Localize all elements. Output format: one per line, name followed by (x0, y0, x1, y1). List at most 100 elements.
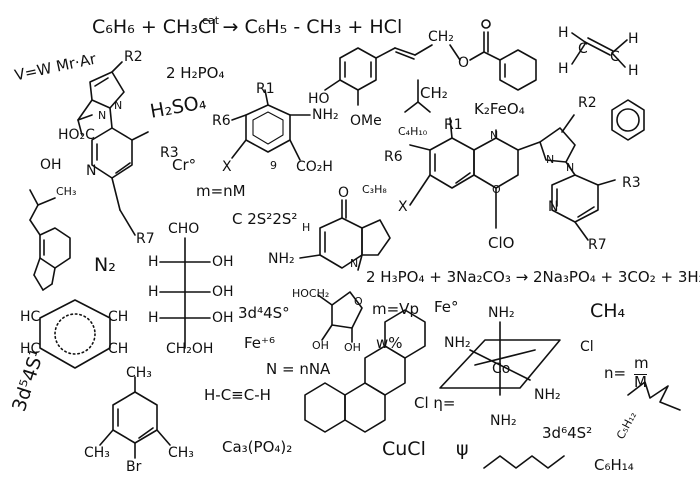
guanine-structure (299, 199, 391, 271)
benzene-ch-2: CH (108, 341, 129, 357)
right-r7: R7 (588, 237, 607, 253)
mesitylene-br: Br (126, 459, 142, 475)
reaction-benzene-methylation: C₆H₆ + CH₃Cl → C₆H₅ - CH₃ + HCl (92, 16, 403, 38)
guanine-o: O (338, 185, 350, 201)
formula-ch4: CH₄ (590, 300, 626, 322)
mesitylene-h3c: CH₃ (84, 445, 110, 461)
formula-c2s: C 2S²2S² (232, 210, 298, 228)
formula-w-pct: w% (376, 334, 403, 352)
ring-nh2-center: NH₂ (312, 107, 339, 123)
right-o-oxazine: O (492, 183, 501, 196)
right-n-pyrazole-1: N (546, 153, 555, 166)
ethylene-h1: H (558, 25, 569, 41)
pyridine-r7-left: R7 (136, 231, 155, 247)
ribose-oh1: OH (312, 339, 329, 352)
benzodioxole-structure (29, 189, 71, 291)
aniline-ring-structure (231, 89, 311, 161)
right-r6: R6 (384, 149, 403, 165)
glucose-h2: H (148, 284, 159, 300)
right-n-pyridine: N (548, 199, 559, 215)
benzene-ch-1: CH (108, 309, 129, 325)
ester-ome: OMe (350, 113, 382, 129)
fraction-numerator-m: m (634, 354, 649, 372)
cinnamate-ester-structure (324, 19, 537, 106)
formula-ch2-mid: CH₂ (420, 84, 448, 102)
glucose-h1: H (148, 254, 159, 270)
right-x: X (398, 199, 408, 215)
ring-r1-center: R1 (256, 81, 275, 97)
pyrazole-n2: N (114, 99, 123, 112)
polycyclic-structure (304, 309, 426, 433)
guanine-n: N (350, 257, 359, 270)
ethylene-h2: H (558, 61, 569, 77)
benzene-hc-1: HC (20, 309, 41, 325)
phosphate-reaction: 2 H₃PO₄ + 3Na₂CO₃ → 2Na₃PO₄ + 3CO₂ + 3H₂… (366, 268, 700, 286)
glucose-cho: CHO (168, 221, 200, 237)
glucose-h3: H (148, 310, 159, 326)
ester-o: O (458, 55, 470, 71)
catalyst-label: cat (202, 14, 220, 27)
formula-c4h10: C₄H₁₀ (398, 125, 428, 138)
formula-d4s0: 3d⁴4S° (238, 304, 290, 322)
benzodioxole-ch3: CH₃ (56, 185, 77, 198)
formula-c6h14: C₆H₁₄ (594, 456, 634, 474)
formula-n2: N₂ (94, 254, 116, 276)
formula-cucl: CuCl (382, 438, 426, 460)
ribose-oh2: OH (344, 341, 361, 354)
glucose-oh3: OH (212, 310, 234, 326)
cobalt-nh2-bottom: NH₂ (490, 413, 517, 429)
pyrazole-r2-left: R2 (124, 49, 143, 65)
benzene-dotted-structure (39, 299, 111, 369)
glucose-oh2: OH (212, 284, 234, 300)
ring-r6-center: R6 (212, 113, 231, 129)
formula-fe0: Fe° (434, 298, 459, 316)
formula-cl-eta: Cl η= (414, 394, 456, 412)
glucose-ch2oh: CH₂OH (166, 341, 214, 357)
ring-nine-label: 9 (270, 159, 277, 172)
benzene-hc-2: HC (20, 341, 41, 357)
fraction-denominator-M: M (634, 373, 647, 391)
benzodioxole-oh: OH (40, 157, 62, 173)
right-n-pyrazole-2: N (566, 161, 575, 174)
right-r2: R2 (578, 95, 597, 111)
isobutane-structure (404, 79, 431, 113)
cobalt-nh2-top: NH₂ (488, 305, 515, 321)
formula-n-eq: n= (604, 364, 627, 382)
formula-n-nna: N = nNA (266, 360, 331, 378)
pyrazole-n1: N (98, 109, 107, 122)
pyridine-r3-left: R3 (160, 145, 179, 161)
glucose-fischer-structure (159, 237, 211, 349)
guanine-h: H (302, 221, 311, 234)
ribose-structure (317, 291, 363, 343)
cobalt-cl-right: Cl (580, 339, 594, 355)
benzoxazinone-structure (409, 114, 616, 241)
ribose-hoch2: HOCH₂ (292, 287, 330, 300)
formula-k2feo4: K₂FeO₄ (474, 100, 525, 118)
formula-c3h8: C₃H₈ (362, 183, 387, 196)
guanine-nh2: NH₂ (268, 251, 295, 267)
formula-d6s2: 3d⁶4S² (542, 424, 593, 442)
formula-cr0: Cr° (172, 156, 197, 174)
pyrazole-ho2c: HO₂C (58, 127, 95, 143)
formula-hcch: H-C≡C-H (204, 386, 271, 404)
alkane-zigzag-structures (483, 381, 681, 469)
ester-ch2: CH₂ (428, 29, 454, 45)
pyridine-n-left: N (86, 163, 97, 179)
cobalt-nh2-left: NH₂ (444, 335, 471, 351)
ring-co2h-center: CO₂H (296, 159, 333, 175)
formula-m-vp: m=Vp (372, 300, 419, 318)
cobalt-nh2-bottom-right: NH₂ (534, 387, 561, 403)
cobalt-center-co: Co (492, 361, 511, 377)
mesitylene-ch3-right: CH₃ (168, 445, 194, 461)
formula-psi: ψ (456, 438, 469, 460)
mesitylene-ch3-top: CH₃ (126, 365, 152, 381)
formula-ca3po42: Ca₃(PO₄)₂ (222, 438, 293, 456)
ethylene-h4: H (628, 63, 639, 79)
mesitylene-bromide-structure (99, 376, 171, 459)
ring-x-center: X (222, 159, 232, 175)
ethylene-c1: C (578, 41, 588, 57)
ethylene-c2: C (610, 49, 620, 65)
formula-fe6: Fe⁺⁶ (244, 334, 275, 352)
